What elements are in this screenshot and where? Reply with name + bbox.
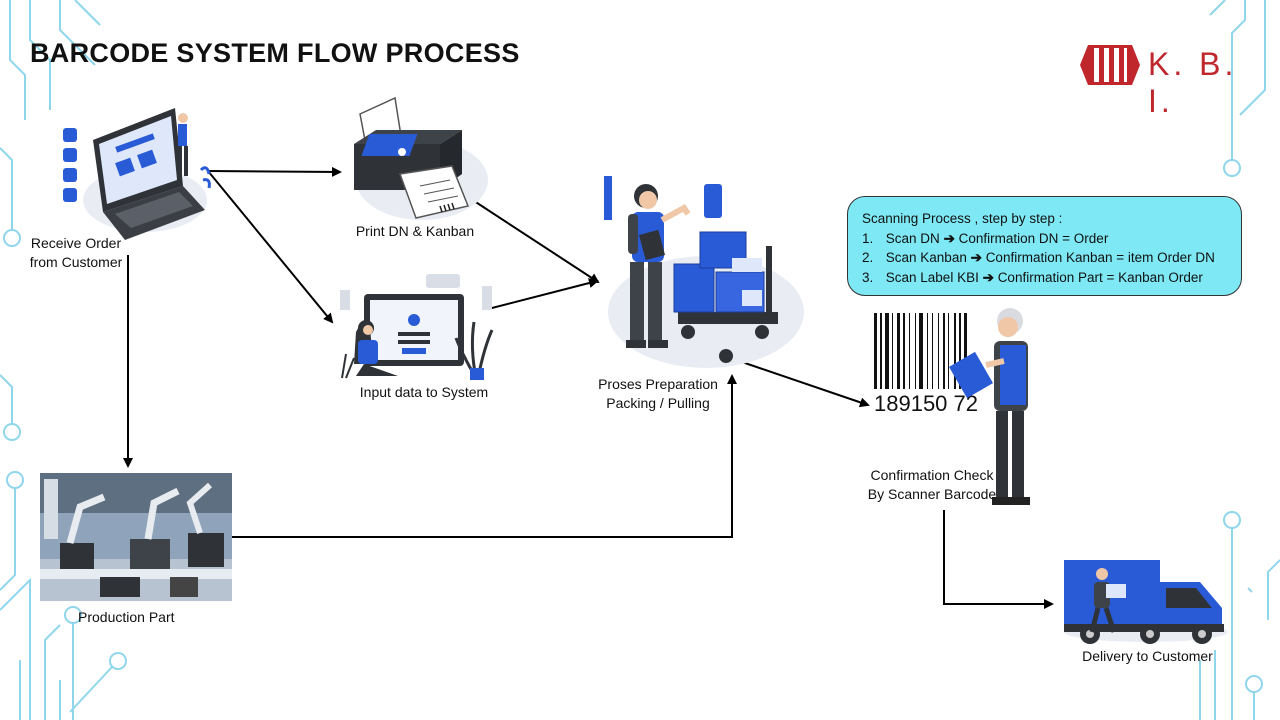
scanning-process-callout: Scanning Process , step by step : 1. Sca… xyxy=(847,196,1242,296)
barcode-bar xyxy=(874,313,877,389)
kbi-logo-icon xyxy=(1080,45,1140,85)
barcode-scanner-worker-illustration: 189150 72 xyxy=(874,308,1030,505)
confirmation-label: Confirmation Check By Scanner Barcode xyxy=(858,466,1006,504)
barcode-bar xyxy=(909,313,910,389)
receive-order-line2: from Customer xyxy=(29,254,123,270)
arrow-order-to-input xyxy=(207,170,334,324)
step-result: Confirmation Part = Kanban Order xyxy=(997,269,1203,285)
arrow-input-to-prep xyxy=(487,278,599,310)
scanning-heading: Scanning Process , step by step : xyxy=(862,211,1063,226)
barcode-bar xyxy=(932,313,933,389)
barcode-bar xyxy=(880,313,882,389)
preparation-line2: Packing / Pulling xyxy=(606,395,710,411)
barcode-bar xyxy=(903,313,905,389)
input-data-label: Input data to System xyxy=(359,384,489,400)
scanning-step-3: 3. Scan Label KBI ➔ Confirmation Part = … xyxy=(862,268,1227,288)
step-result: Confirmation Kanban = item Order DN xyxy=(985,250,1215,265)
monitor-login-illustration xyxy=(340,274,494,380)
arrow-print-to-prep xyxy=(467,196,600,284)
barcode-bar xyxy=(943,313,945,389)
logo-text: K. B. I. xyxy=(1148,46,1238,119)
arrow-right-icon: ➔ xyxy=(982,269,994,285)
preparation-line1: Proses Preparation xyxy=(598,376,718,392)
delivery-label: Delivery to Customer xyxy=(1082,648,1213,664)
warehouse-worker-boxes-illustration xyxy=(604,176,804,368)
arrow-order-to-print xyxy=(207,166,342,177)
step-action: Scan Label KBI xyxy=(885,269,979,285)
step-result: Confirmation DN = Order xyxy=(958,230,1109,246)
laptop-dashboard-illustration xyxy=(63,108,211,240)
barcode-bar xyxy=(915,313,916,389)
step-number: 3. xyxy=(862,269,874,285)
scanning-step-1: 1. Scan DN ➔ Confirmation DN = Order xyxy=(862,229,1227,249)
print-dn-label: Print DN & Kanban xyxy=(355,223,475,239)
barcode-bar xyxy=(927,313,928,389)
confirmation-line1: Confirmation Check xyxy=(870,467,994,483)
barcode-bar xyxy=(948,313,949,389)
receive-order-line1: Receive Order xyxy=(30,235,122,251)
step-action: Scan Kanban xyxy=(885,250,967,265)
barcode-bar xyxy=(964,313,967,389)
company-logo: K. B. I. xyxy=(1078,40,1268,119)
printer-illustration xyxy=(354,96,488,220)
barcode-bar xyxy=(938,313,939,389)
receive-order-label: Receive Order from Customer xyxy=(20,234,132,272)
confirmation-line2: By Scanner Barcode xyxy=(867,486,997,502)
barcode-bar xyxy=(919,313,923,389)
step-number: 2. xyxy=(862,250,874,265)
barcode-bar xyxy=(954,313,956,389)
arrow-right-icon: ➔ xyxy=(970,250,982,265)
page-title: BARCODE SYSTEM FLOW PROCESS xyxy=(30,38,520,68)
preparation-label: Proses Preparation Packing / Pulling xyxy=(590,375,726,413)
barcode-bar xyxy=(897,313,900,389)
barcode-number: 189150 72 xyxy=(874,391,978,416)
production-label: Production Part xyxy=(78,609,175,625)
factory-robots-photo xyxy=(40,473,232,601)
arrow-right-icon: ➔ xyxy=(943,230,955,246)
scanning-step-2: 2. Scan Kanban ➔ Confirmation Kanban = i… xyxy=(862,248,1227,268)
step-action: Scan DN xyxy=(885,230,940,246)
arrow-production-to-prep xyxy=(232,374,737,538)
barcode-bar xyxy=(885,313,889,389)
step-number: 1. xyxy=(862,230,874,246)
delivery-truck-illustration xyxy=(1064,560,1228,644)
barcode-bar xyxy=(892,313,893,389)
arrow-confirmation-to-delivery xyxy=(943,510,1054,609)
arrow-prep-to-confirmation xyxy=(741,361,870,408)
barcode-bar xyxy=(959,313,961,389)
